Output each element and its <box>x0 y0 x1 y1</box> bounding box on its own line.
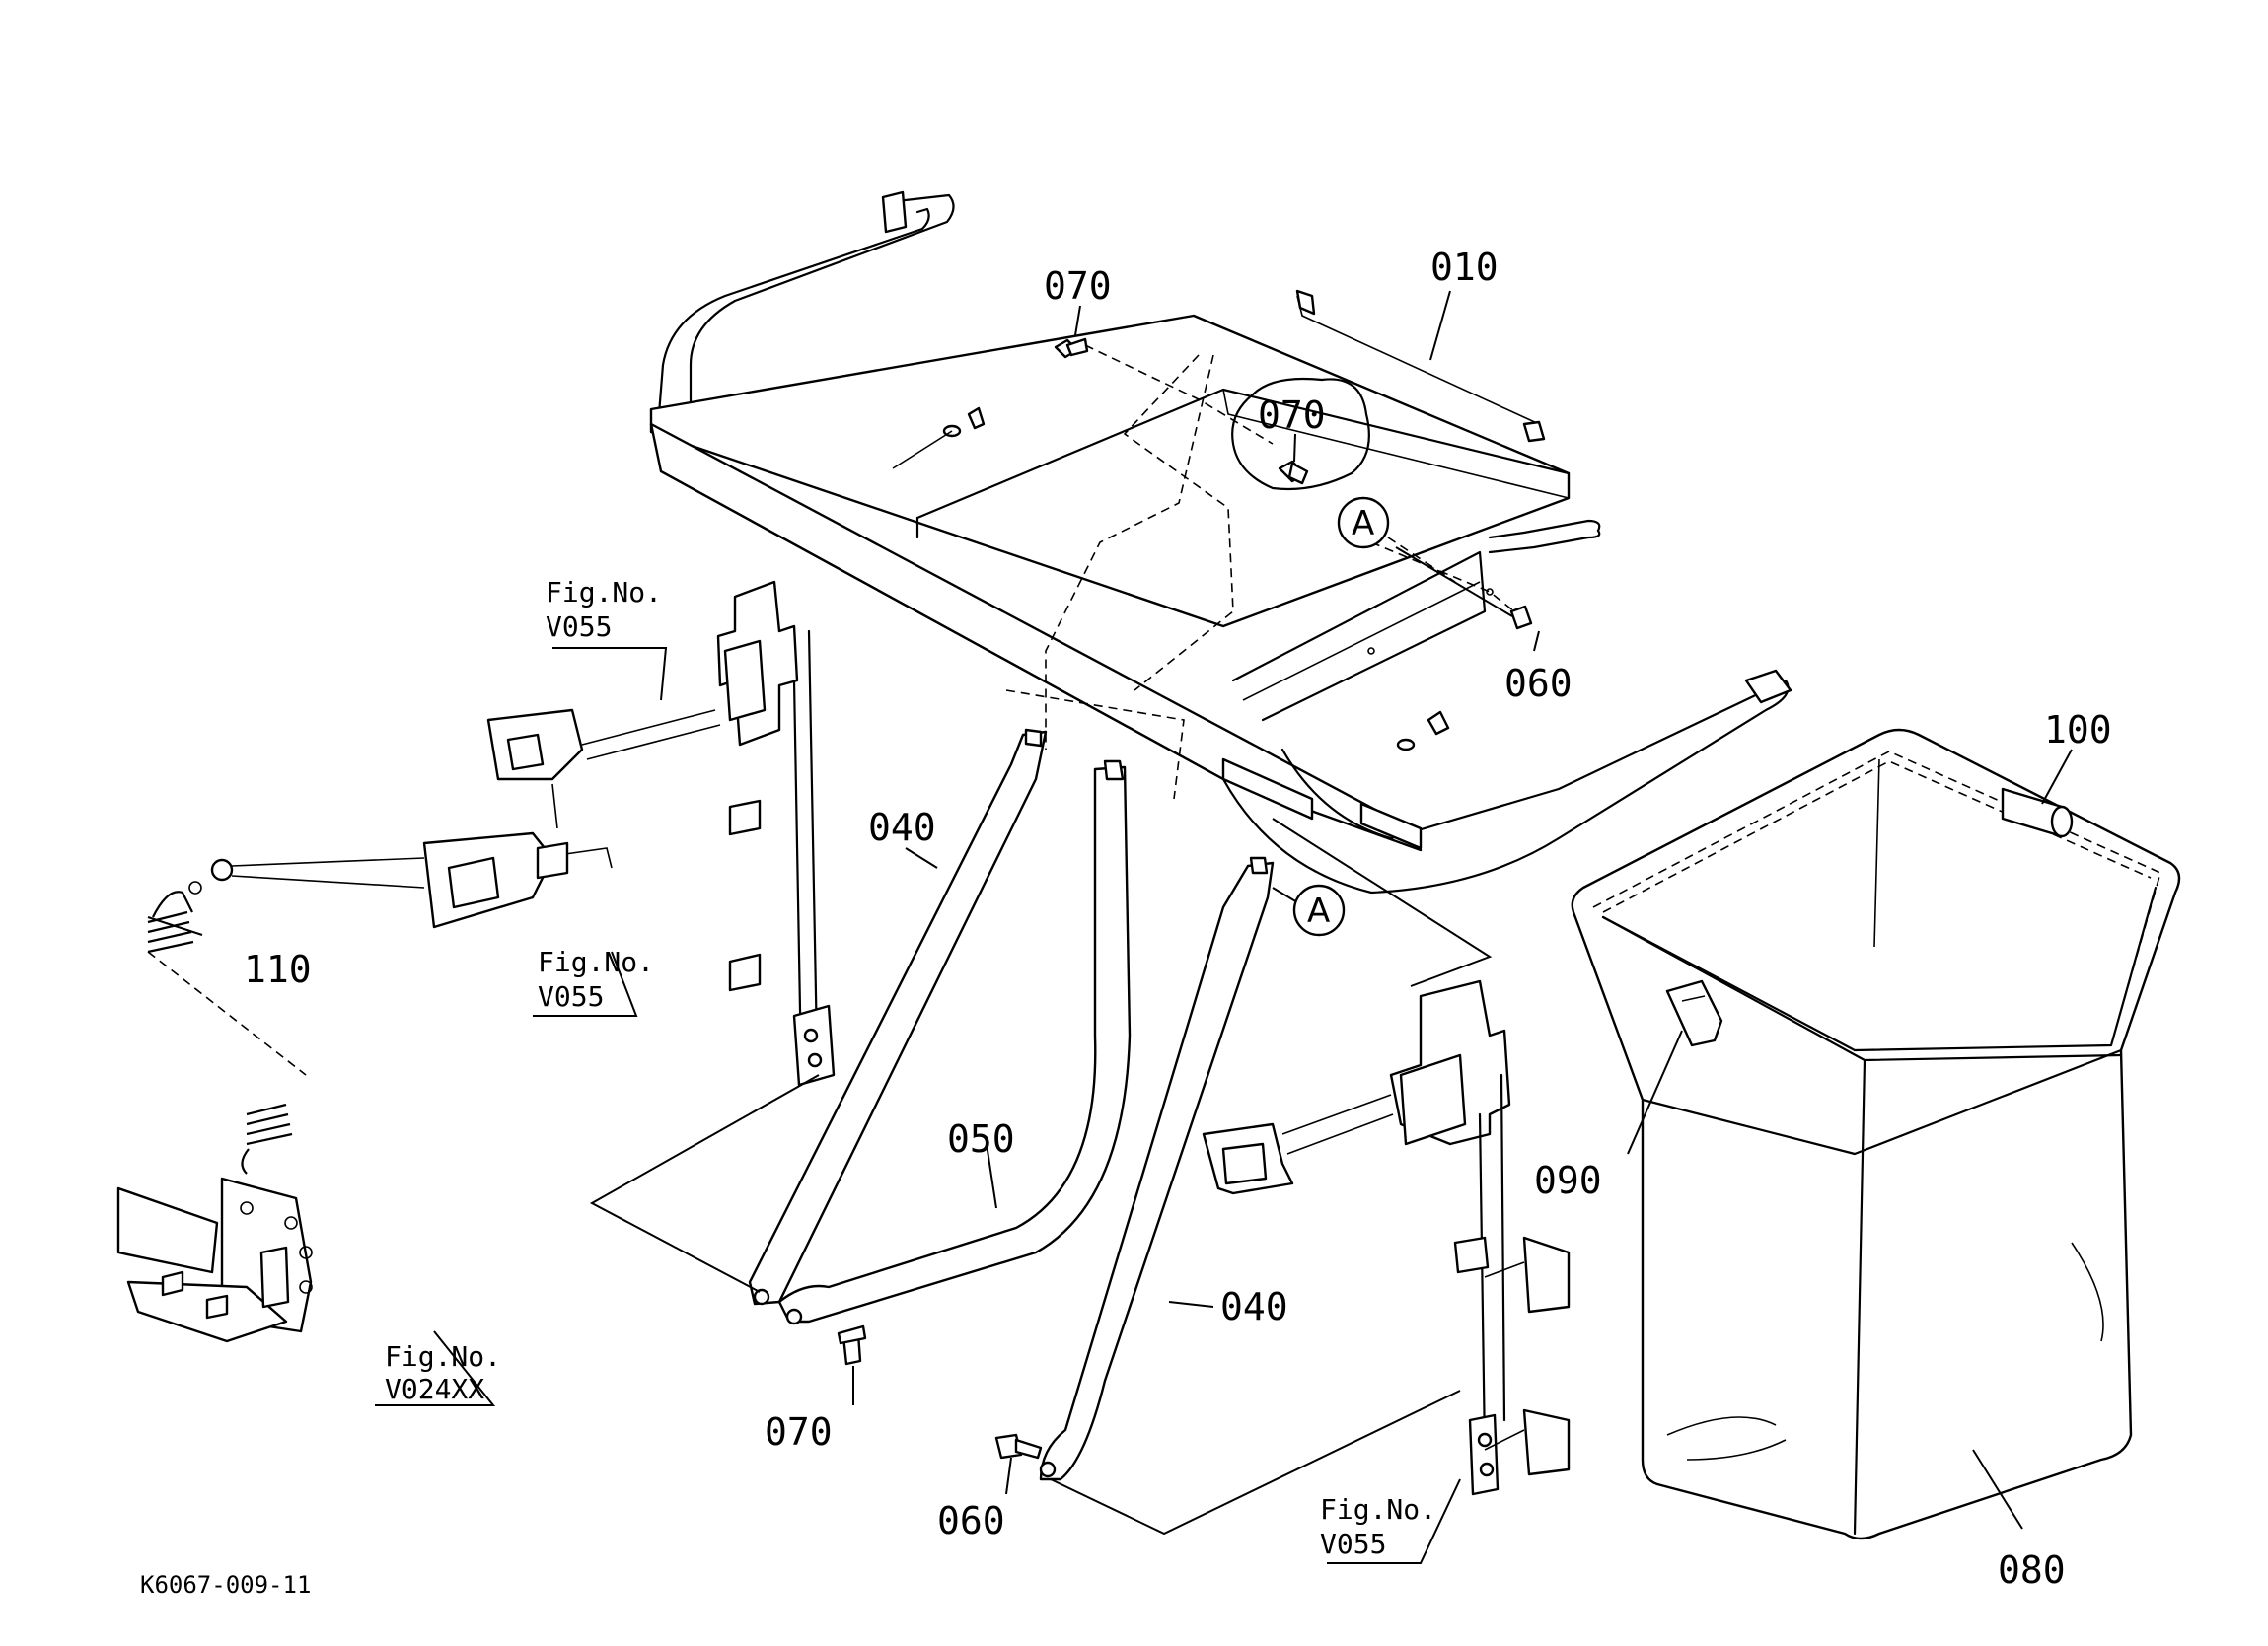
label-040-right: 040 <box>1220 1285 1288 1328</box>
fig-ref-4-line1: Fig.No. <box>1320 1493 1436 1526</box>
hidden-lines <box>1005 354 1234 800</box>
drawing-code: K6067-009-11 <box>140 1571 311 1599</box>
label-110: 110 <box>244 948 312 991</box>
circle-a-top <box>1337 496 1456 583</box>
label-080: 080 <box>1998 1548 2066 1592</box>
grass-bag-080 <box>1571 728 2181 1540</box>
circle-a-mid <box>1292 884 1346 937</box>
label-060-right: 060 <box>1504 662 1573 705</box>
left-bracket-assembly <box>210 580 836 1087</box>
label-a-top: A <box>1352 504 1374 543</box>
label-050: 050 <box>947 1117 1015 1161</box>
frame-010 <box>649 190 1792 895</box>
stay-050 <box>777 759 1132 1325</box>
bolt-060-bottom <box>994 1433 1043 1460</box>
assembly-lines <box>589 818 1493 1536</box>
clip-100 <box>2001 787 2074 838</box>
fig-ref-3-line1: Fig.No. <box>385 1340 501 1373</box>
spring-110-upper <box>147 881 202 954</box>
spring-110-lower <box>147 951 307 1175</box>
label-060-bottom: 060 <box>937 1499 1005 1542</box>
label-040-left: 040 <box>868 806 936 849</box>
stay-040-left <box>748 728 1048 1306</box>
fig-ref-3-line2: V024XX <box>385 1373 484 1405</box>
fig-ref-4-line2: V055 <box>1320 1528 1386 1560</box>
fig-ref-1-line1: Fig.No. <box>546 576 662 608</box>
bolt-060-right <box>1370 541 1533 630</box>
label-090: 090 <box>1534 1159 1602 1202</box>
bracket-v024xx <box>116 1177 313 1343</box>
fig-ref-2-line1: Fig.No. <box>538 946 654 978</box>
bolt-washer-left <box>892 406 986 469</box>
label-010: 010 <box>1430 246 1499 289</box>
label-100: 100 <box>2044 708 2112 751</box>
inset-070 <box>1231 377 1370 491</box>
leader-lines <box>147 290 2073 1564</box>
fig-ref-1-line2: V055 <box>546 610 612 643</box>
label-070-bottom: 070 <box>765 1410 833 1454</box>
stay-040-right <box>1039 856 1275 1481</box>
right-bracket-assembly <box>1202 979 1571 1496</box>
fig-ref-2-line2: V055 <box>538 980 604 1013</box>
label-070-top: 070 <box>1044 264 1112 308</box>
label-070-inset: 070 <box>1258 394 1326 437</box>
label-a-mid: A <box>1307 892 1330 931</box>
bolt-washer-right <box>1396 710 1450 751</box>
clip-090 <box>1665 979 1723 1047</box>
bolt-070-bottom <box>837 1324 867 1366</box>
bolt-070-top <box>1054 337 1274 445</box>
